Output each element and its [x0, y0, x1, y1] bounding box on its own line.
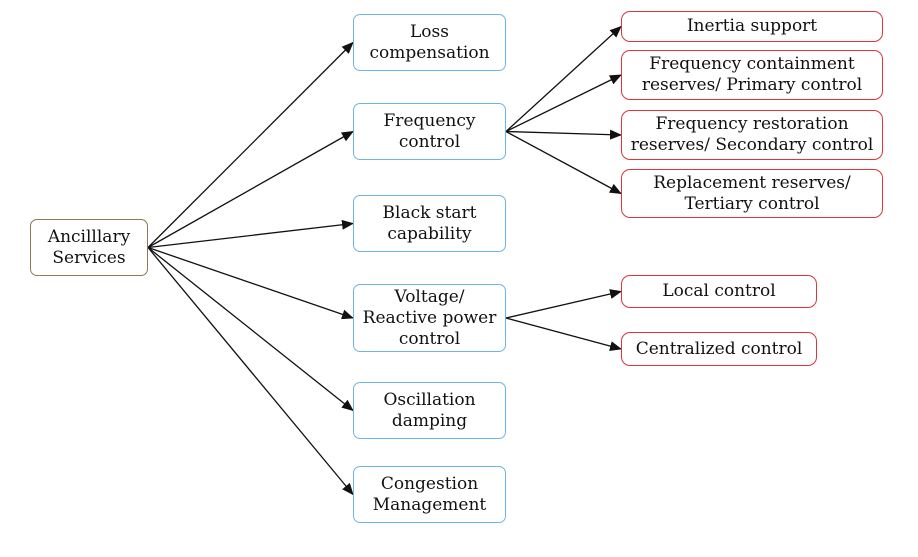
node-ancillary-services: Ancilllary Services [30, 219, 148, 276]
arrow-freq-to-inertia [505, 25, 622, 132]
node-local-control: Local control [621, 275, 817, 308]
node-congestion-management: Congestion Management [353, 466, 506, 523]
node-inertia-support: Inertia support [621, 11, 883, 42]
node-frequency-containment-reserves: Frequency containment reserves/ Primary … [621, 50, 883, 100]
node-oscillation-damping: Oscillation damping [353, 382, 506, 439]
arrow-root-to-black [147, 219, 354, 249]
node-centralized-control: Centralized control [621, 332, 817, 366]
arrow-root-to-loss [147, 41, 354, 248]
arrow-root-to-volt [147, 246, 354, 320]
arrow-volt-to-local [505, 289, 622, 319]
node-frequency-control: Frequency control [353, 103, 506, 160]
node-replacement-reserves: Replacement reserves/ Tertiary control [621, 169, 883, 218]
arrow-root-to-osc [147, 246, 354, 412]
arrow-volt-to-central [505, 317, 622, 351]
arrow-freq-to-frr [505, 129, 622, 140]
arrow-freq-to-rr [505, 130, 622, 195]
node-black-start-capability: Black start capability [353, 195, 506, 252]
node-loss-compensation: Loss compensation [353, 14, 506, 71]
arrow-freq-to-fcr [505, 74, 622, 133]
node-frequency-restoration-reserves: Frequency restoration reserves/ Secondar… [621, 110, 883, 160]
node-voltage-reactive-power-control: Voltage/ Reactive power control [353, 284, 506, 352]
arrow-root-to-freq [147, 130, 354, 249]
arrow-root-to-cong [147, 247, 354, 496]
